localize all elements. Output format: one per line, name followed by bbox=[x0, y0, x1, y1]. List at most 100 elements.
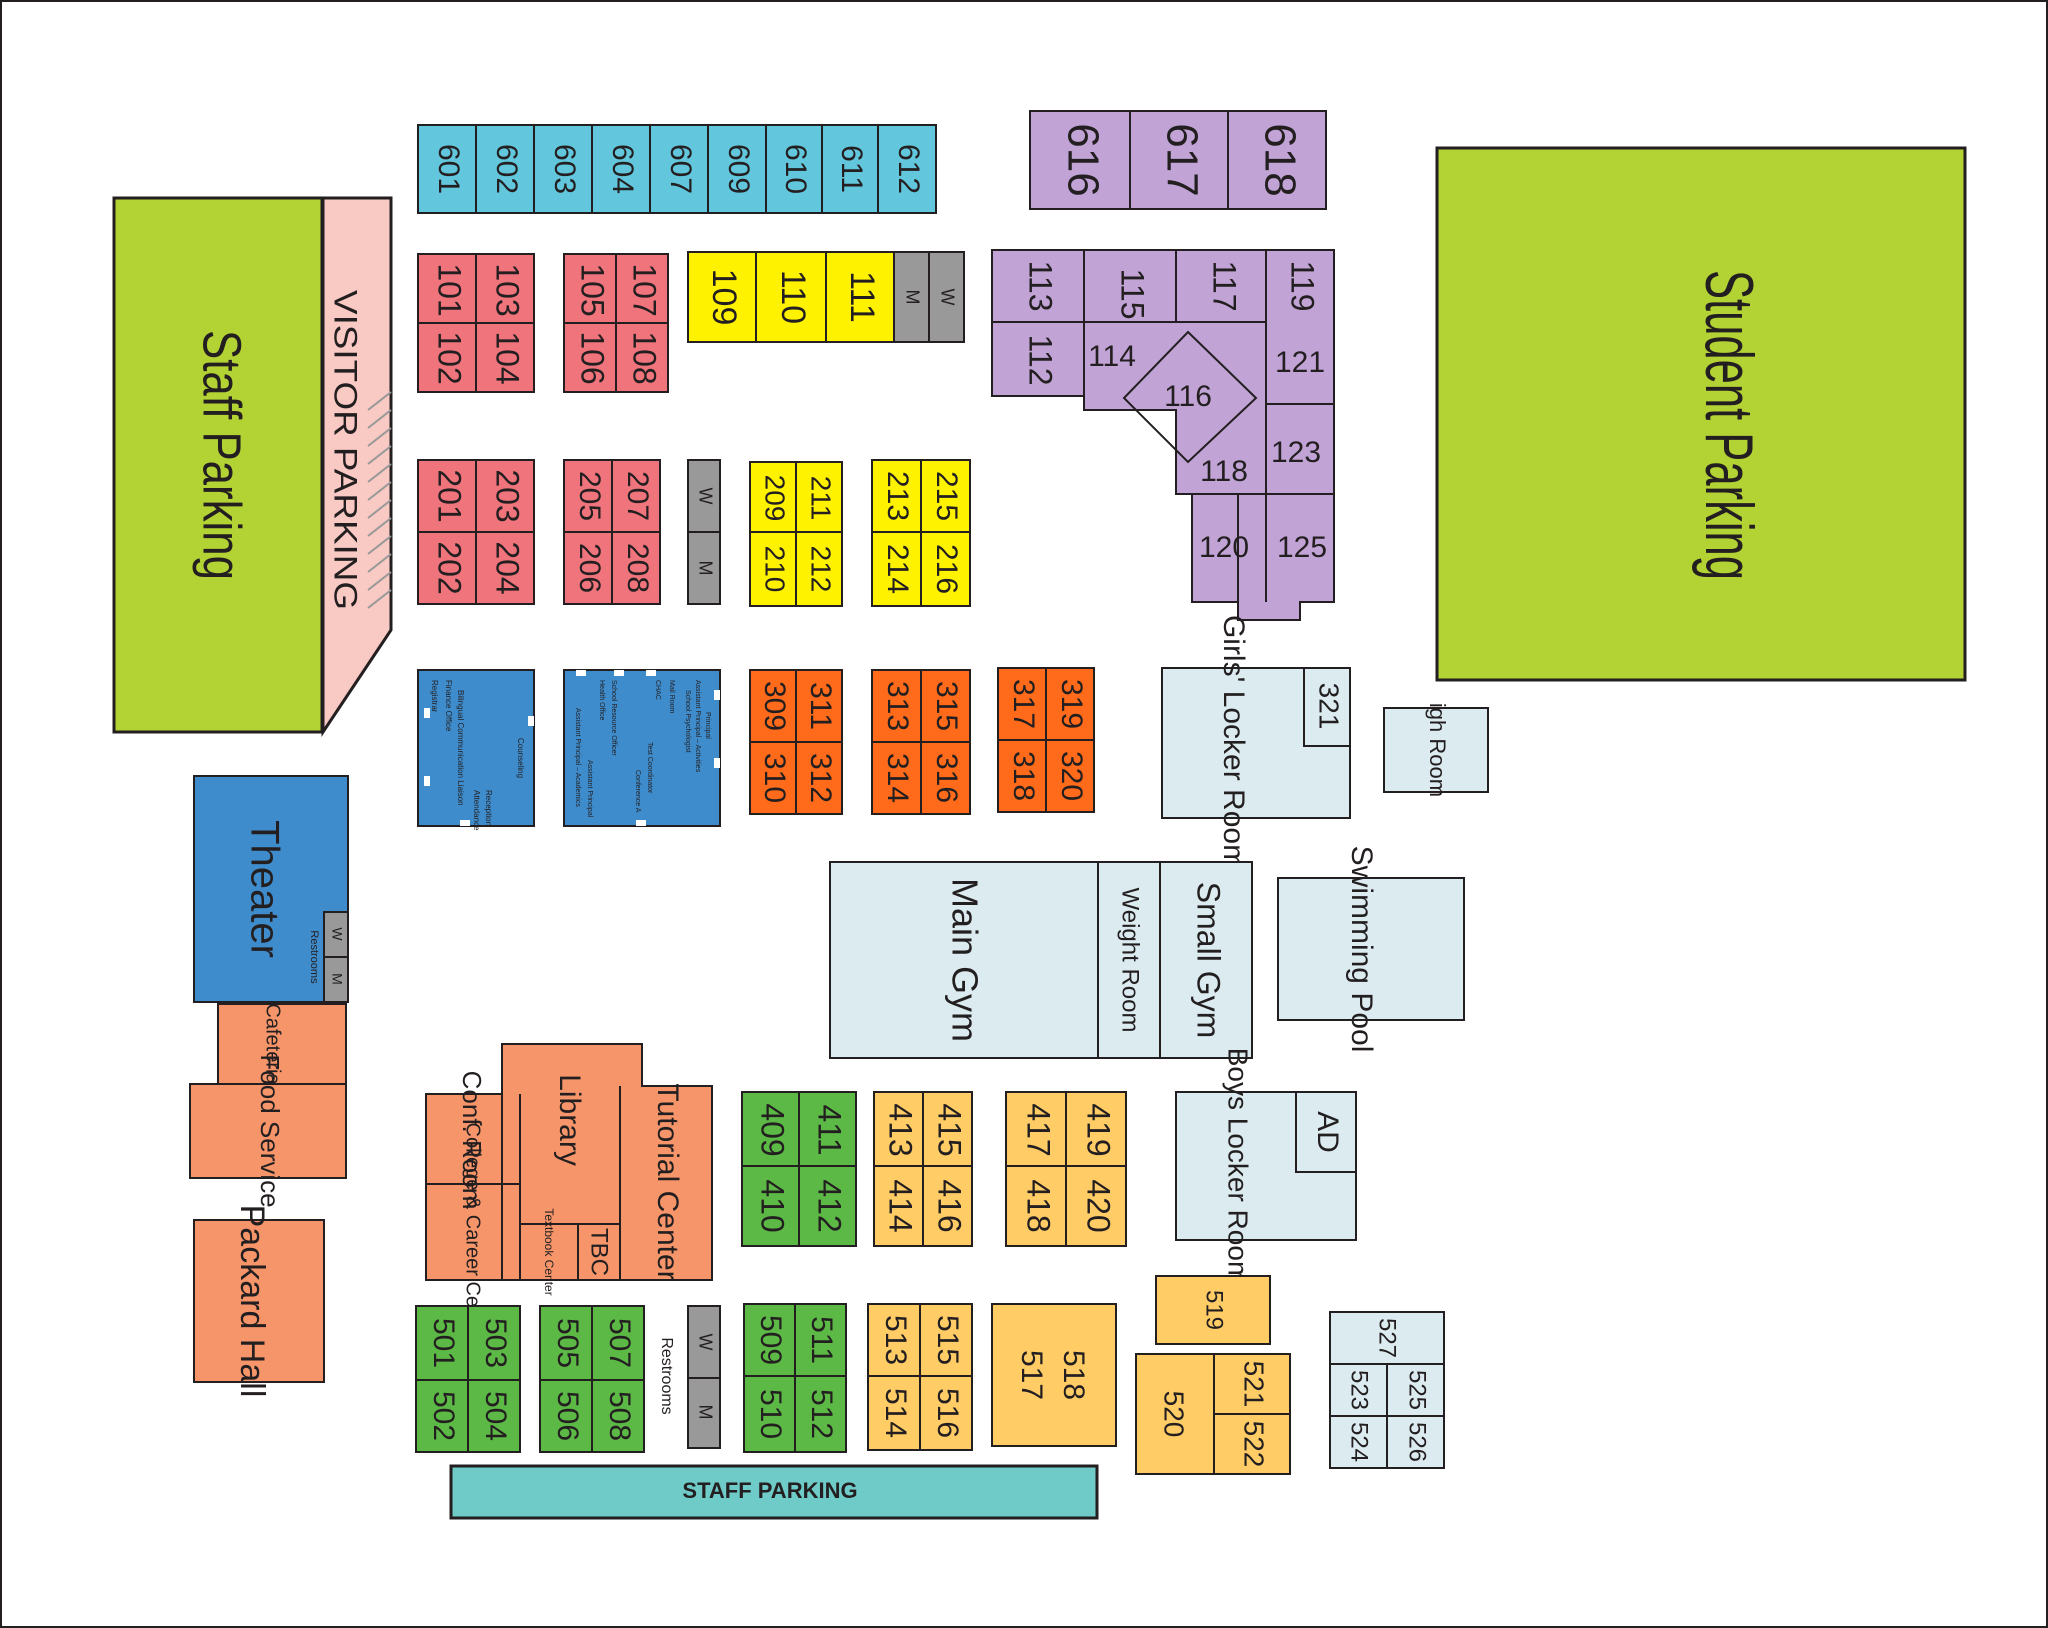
room-607[interactable]: 607 bbox=[664, 144, 697, 194]
room-515[interactable]: 515 bbox=[931, 1315, 964, 1365]
room-617[interactable]: 617 bbox=[1157, 123, 1206, 196]
restroom-w-theater[interactable]: W bbox=[329, 927, 345, 941]
boys-locker-room[interactable]: AD Boys Locker Room bbox=[1175, 1048, 1357, 1285]
room-204[interactable]: 204 bbox=[490, 541, 526, 594]
room-411[interactable]: 411 bbox=[812, 1104, 848, 1155]
room-203[interactable]: 203 bbox=[490, 469, 526, 522]
room-517[interactable]: 517 bbox=[1015, 1350, 1048, 1400]
room-119[interactable]: 119 bbox=[1285, 260, 1321, 311]
room-410[interactable]: 410 bbox=[755, 1179, 791, 1232]
room-519[interactable]: 519 bbox=[1201, 1290, 1228, 1330]
room-511[interactable]: 511 bbox=[805, 1316, 838, 1364]
weight-room[interactable]: Weight Room bbox=[1097, 861, 1161, 1059]
room-211[interactable]: 211 bbox=[806, 476, 837, 521]
cafeteria[interactable]: Cafeteria bbox=[217, 1003, 347, 1085]
room-520[interactable]: 520 bbox=[1159, 1391, 1190, 1438]
room-319[interactable]: 319 bbox=[1055, 679, 1088, 729]
room-102[interactable]: 102 bbox=[432, 331, 468, 384]
room-409[interactable]: 409 bbox=[755, 1103, 791, 1156]
room-101[interactable]: 101 bbox=[432, 263, 468, 316]
igh-room[interactable]: igh Room bbox=[1383, 703, 1489, 797]
room-503[interactable]: 503 bbox=[479, 1318, 512, 1368]
room-419[interactable]: 419 bbox=[1081, 1103, 1117, 1156]
girls-locker-room[interactable]: 321 Girls' Locker Room bbox=[1161, 615, 1351, 869]
room-609[interactable]: 609 bbox=[722, 144, 755, 194]
room-216[interactable]: 216 bbox=[930, 544, 963, 594]
theater[interactable]: Theater W M Restrooms bbox=[193, 775, 349, 1003]
room-602[interactable]: 602 bbox=[490, 144, 523, 194]
room-313[interactable]: 313 bbox=[881, 681, 914, 731]
room-524[interactable]: 524 bbox=[1346, 1422, 1373, 1462]
room-522[interactable]: 522 bbox=[1239, 1421, 1270, 1468]
room-527[interactable]: 527 bbox=[1374, 1318, 1401, 1358]
room-506[interactable]: 506 bbox=[551, 1391, 584, 1441]
room-208[interactable]: 208 bbox=[621, 543, 654, 593]
room-612[interactable]: 612 bbox=[892, 144, 925, 194]
room-412[interactable]: 412 bbox=[812, 1179, 848, 1232]
room-504[interactable]: 504 bbox=[479, 1391, 512, 1441]
room-125[interactable]: 125 bbox=[1277, 531, 1327, 564]
room-509[interactable]: 509 bbox=[754, 1315, 787, 1365]
small-gym[interactable]: Small Gym bbox=[1159, 861, 1253, 1059]
room-418[interactable]: 418 bbox=[1021, 1179, 1057, 1232]
food-service[interactable]: Food Service bbox=[189, 1054, 347, 1208]
room-112[interactable]: 112 bbox=[1023, 334, 1059, 385]
room-603[interactable]: 603 bbox=[548, 144, 581, 194]
restroom-w-200[interactable]: W bbox=[695, 488, 715, 505]
swimming-pool[interactable]: Swimming Pool bbox=[1277, 846, 1465, 1053]
room-214[interactable]: 214 bbox=[881, 544, 914, 594]
room-318[interactable]: 318 bbox=[1007, 751, 1040, 801]
room-202[interactable]: 202 bbox=[432, 541, 468, 594]
room-210[interactable]: 210 bbox=[760, 546, 791, 593]
room-212[interactable]: 212 bbox=[806, 546, 837, 593]
room-526[interactable]: 526 bbox=[1404, 1422, 1431, 1462]
main-gym[interactable]: Main Gym bbox=[829, 861, 1099, 1059]
room-420[interactable]: 420 bbox=[1081, 1179, 1117, 1232]
room-525[interactable]: 525 bbox=[1404, 1370, 1431, 1410]
room-111[interactable]: 111 bbox=[843, 271, 881, 323]
room-312[interactable]: 312 bbox=[804, 753, 837, 803]
room-610[interactable]: 610 bbox=[779, 144, 812, 194]
room-117[interactable]: 117 bbox=[1207, 260, 1243, 311]
room-309[interactable]: 309 bbox=[758, 681, 791, 731]
tutorial-center-label[interactable]: Tutorial Center bbox=[651, 1083, 684, 1280]
room-103[interactable]: 103 bbox=[490, 263, 526, 316]
room-114[interactable]: 114 bbox=[1088, 340, 1136, 373]
room-413[interactable]: 413 bbox=[883, 1103, 919, 1156]
room-510[interactable]: 510 bbox=[754, 1389, 787, 1439]
room-115[interactable]: 115 bbox=[1115, 268, 1151, 319]
room-316[interactable]: 316 bbox=[930, 753, 963, 803]
college-center-label[interactable]: College & Career Center bbox=[462, 1123, 484, 1342]
textbook-center-label[interactable]: Textbook Center bbox=[542, 1208, 556, 1295]
room-109[interactable]: 109 bbox=[705, 269, 743, 326]
ad-office[interactable]: AD bbox=[1311, 1111, 1344, 1153]
room-512[interactable]: 512 bbox=[805, 1389, 838, 1439]
room-618[interactable]: 618 bbox=[1255, 123, 1304, 196]
room-521[interactable]: 521 bbox=[1239, 1361, 1270, 1408]
student-parking-lot[interactable]: Student Parking bbox=[1435, 146, 1967, 682]
room-611[interactable]: 611 bbox=[835, 145, 868, 193]
room-310[interactable]: 310 bbox=[758, 753, 791, 803]
room-121[interactable]: 121 bbox=[1275, 346, 1325, 379]
room-604[interactable]: 604 bbox=[606, 144, 639, 194]
restroom-m-500[interactable]: M bbox=[695, 1405, 715, 1420]
room-523[interactable]: 523 bbox=[1346, 1370, 1373, 1410]
room-417[interactable]: 417 bbox=[1021, 1103, 1057, 1156]
room-501[interactable]: 501 bbox=[427, 1318, 460, 1368]
room-113[interactable]: 113 bbox=[1023, 260, 1059, 311]
room-514[interactable]: 514 bbox=[879, 1388, 912, 1438]
room-317[interactable]: 317 bbox=[1007, 679, 1040, 729]
room-106[interactable]: 106 bbox=[575, 331, 611, 384]
room-118[interactable]: 118 bbox=[1200, 455, 1248, 488]
room-508[interactable]: 508 bbox=[603, 1391, 636, 1441]
visitor-parking-lot[interactable]: VISITOR PARKING bbox=[321, 196, 393, 737]
room-215[interactable]: 215 bbox=[930, 471, 963, 521]
room-201[interactable]: 201 bbox=[432, 469, 468, 522]
room-120[interactable]: 120 bbox=[1199, 531, 1249, 564]
restroom-m-200[interactable]: M bbox=[695, 561, 715, 576]
restroom-m-theater[interactable]: M bbox=[329, 973, 345, 985]
room-414[interactable]: 414 bbox=[883, 1179, 919, 1232]
room-213[interactable]: 213 bbox=[881, 471, 914, 521]
room-116[interactable]: 116 bbox=[1164, 380, 1212, 413]
restroom-w-500[interactable]: W bbox=[695, 1334, 715, 1351]
